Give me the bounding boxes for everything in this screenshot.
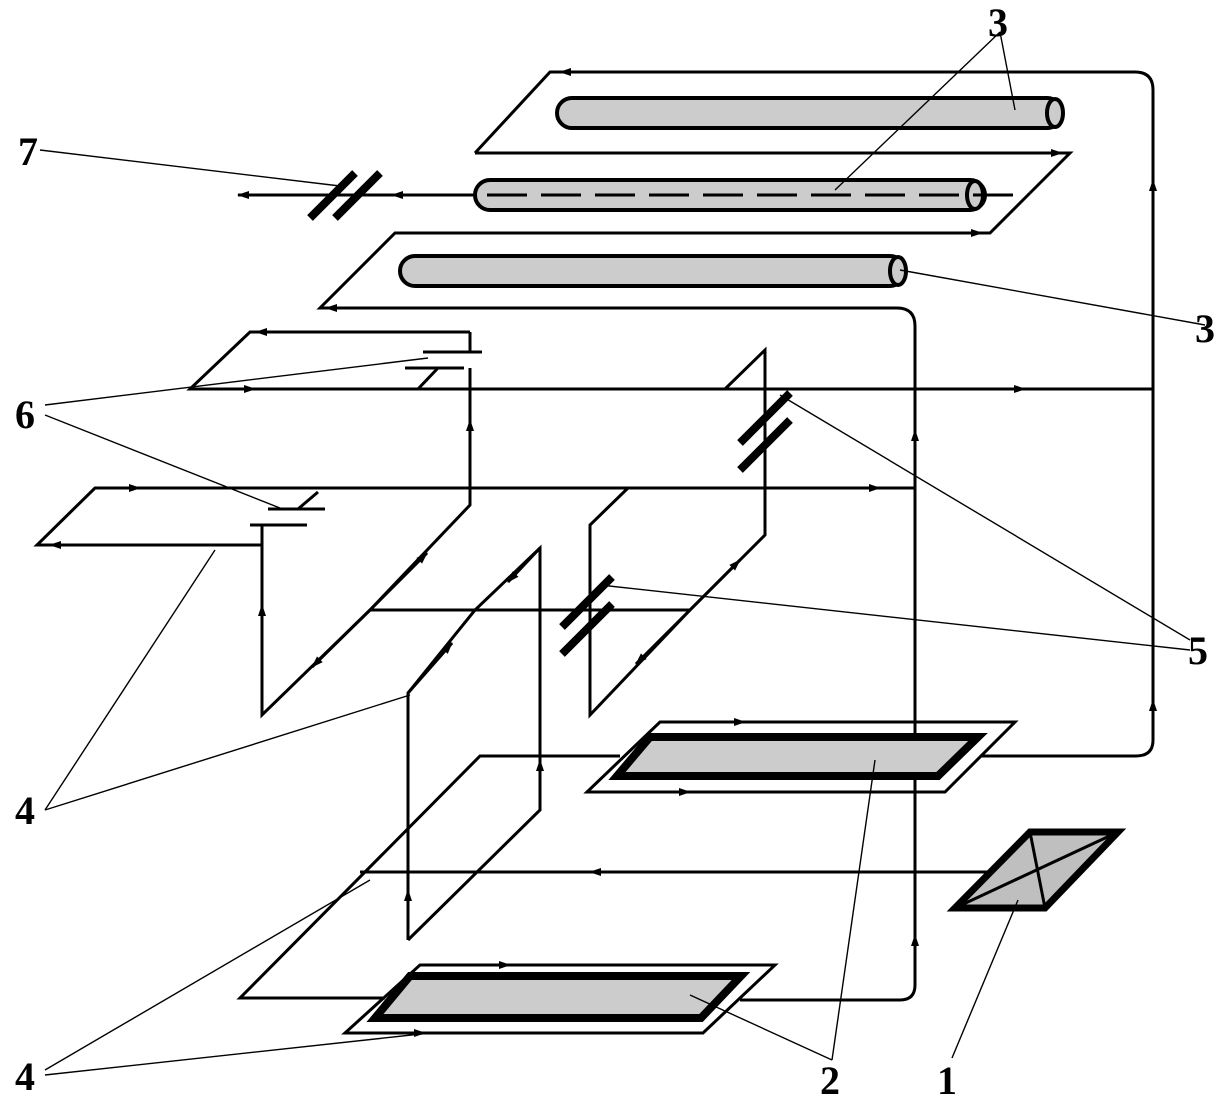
right-inner-circuit xyxy=(559,346,793,719)
capacitor-5-upper xyxy=(737,390,793,473)
label-1: 1 xyxy=(937,1058,957,1102)
rod-lower xyxy=(398,254,907,288)
output-capacitor xyxy=(307,170,383,221)
upper-plate-circuit xyxy=(236,718,1019,1000)
upper-left-circuit xyxy=(186,328,1153,612)
plate-lower xyxy=(366,972,751,1022)
rod-top xyxy=(555,96,1064,130)
capacitor-5-lower xyxy=(559,574,615,657)
label-3-right: 3 xyxy=(1195,306,1215,351)
label-4-left: 4 xyxy=(15,788,35,833)
leader-lines xyxy=(39,31,1206,1076)
label-5: 5 xyxy=(1188,628,1208,673)
central-circuit xyxy=(404,544,544,942)
capacitor-upper xyxy=(405,350,482,370)
source-circuit xyxy=(360,828,1127,912)
label-2: 2 xyxy=(820,1058,840,1102)
top-plane xyxy=(473,68,1157,758)
middle-left-circuit xyxy=(33,484,915,719)
lower-plate-circuit xyxy=(341,961,779,1035)
lower-rod-plane xyxy=(316,191,1032,1002)
label-4-bottom: 4 xyxy=(15,1054,35,1099)
middle-rod-group xyxy=(237,170,1028,221)
label-3-top: 3 xyxy=(988,0,1008,45)
capacitor-middle xyxy=(250,507,325,527)
label-7: 7 xyxy=(18,129,38,174)
label-6: 6 xyxy=(15,392,35,437)
plate-upper xyxy=(608,733,988,780)
